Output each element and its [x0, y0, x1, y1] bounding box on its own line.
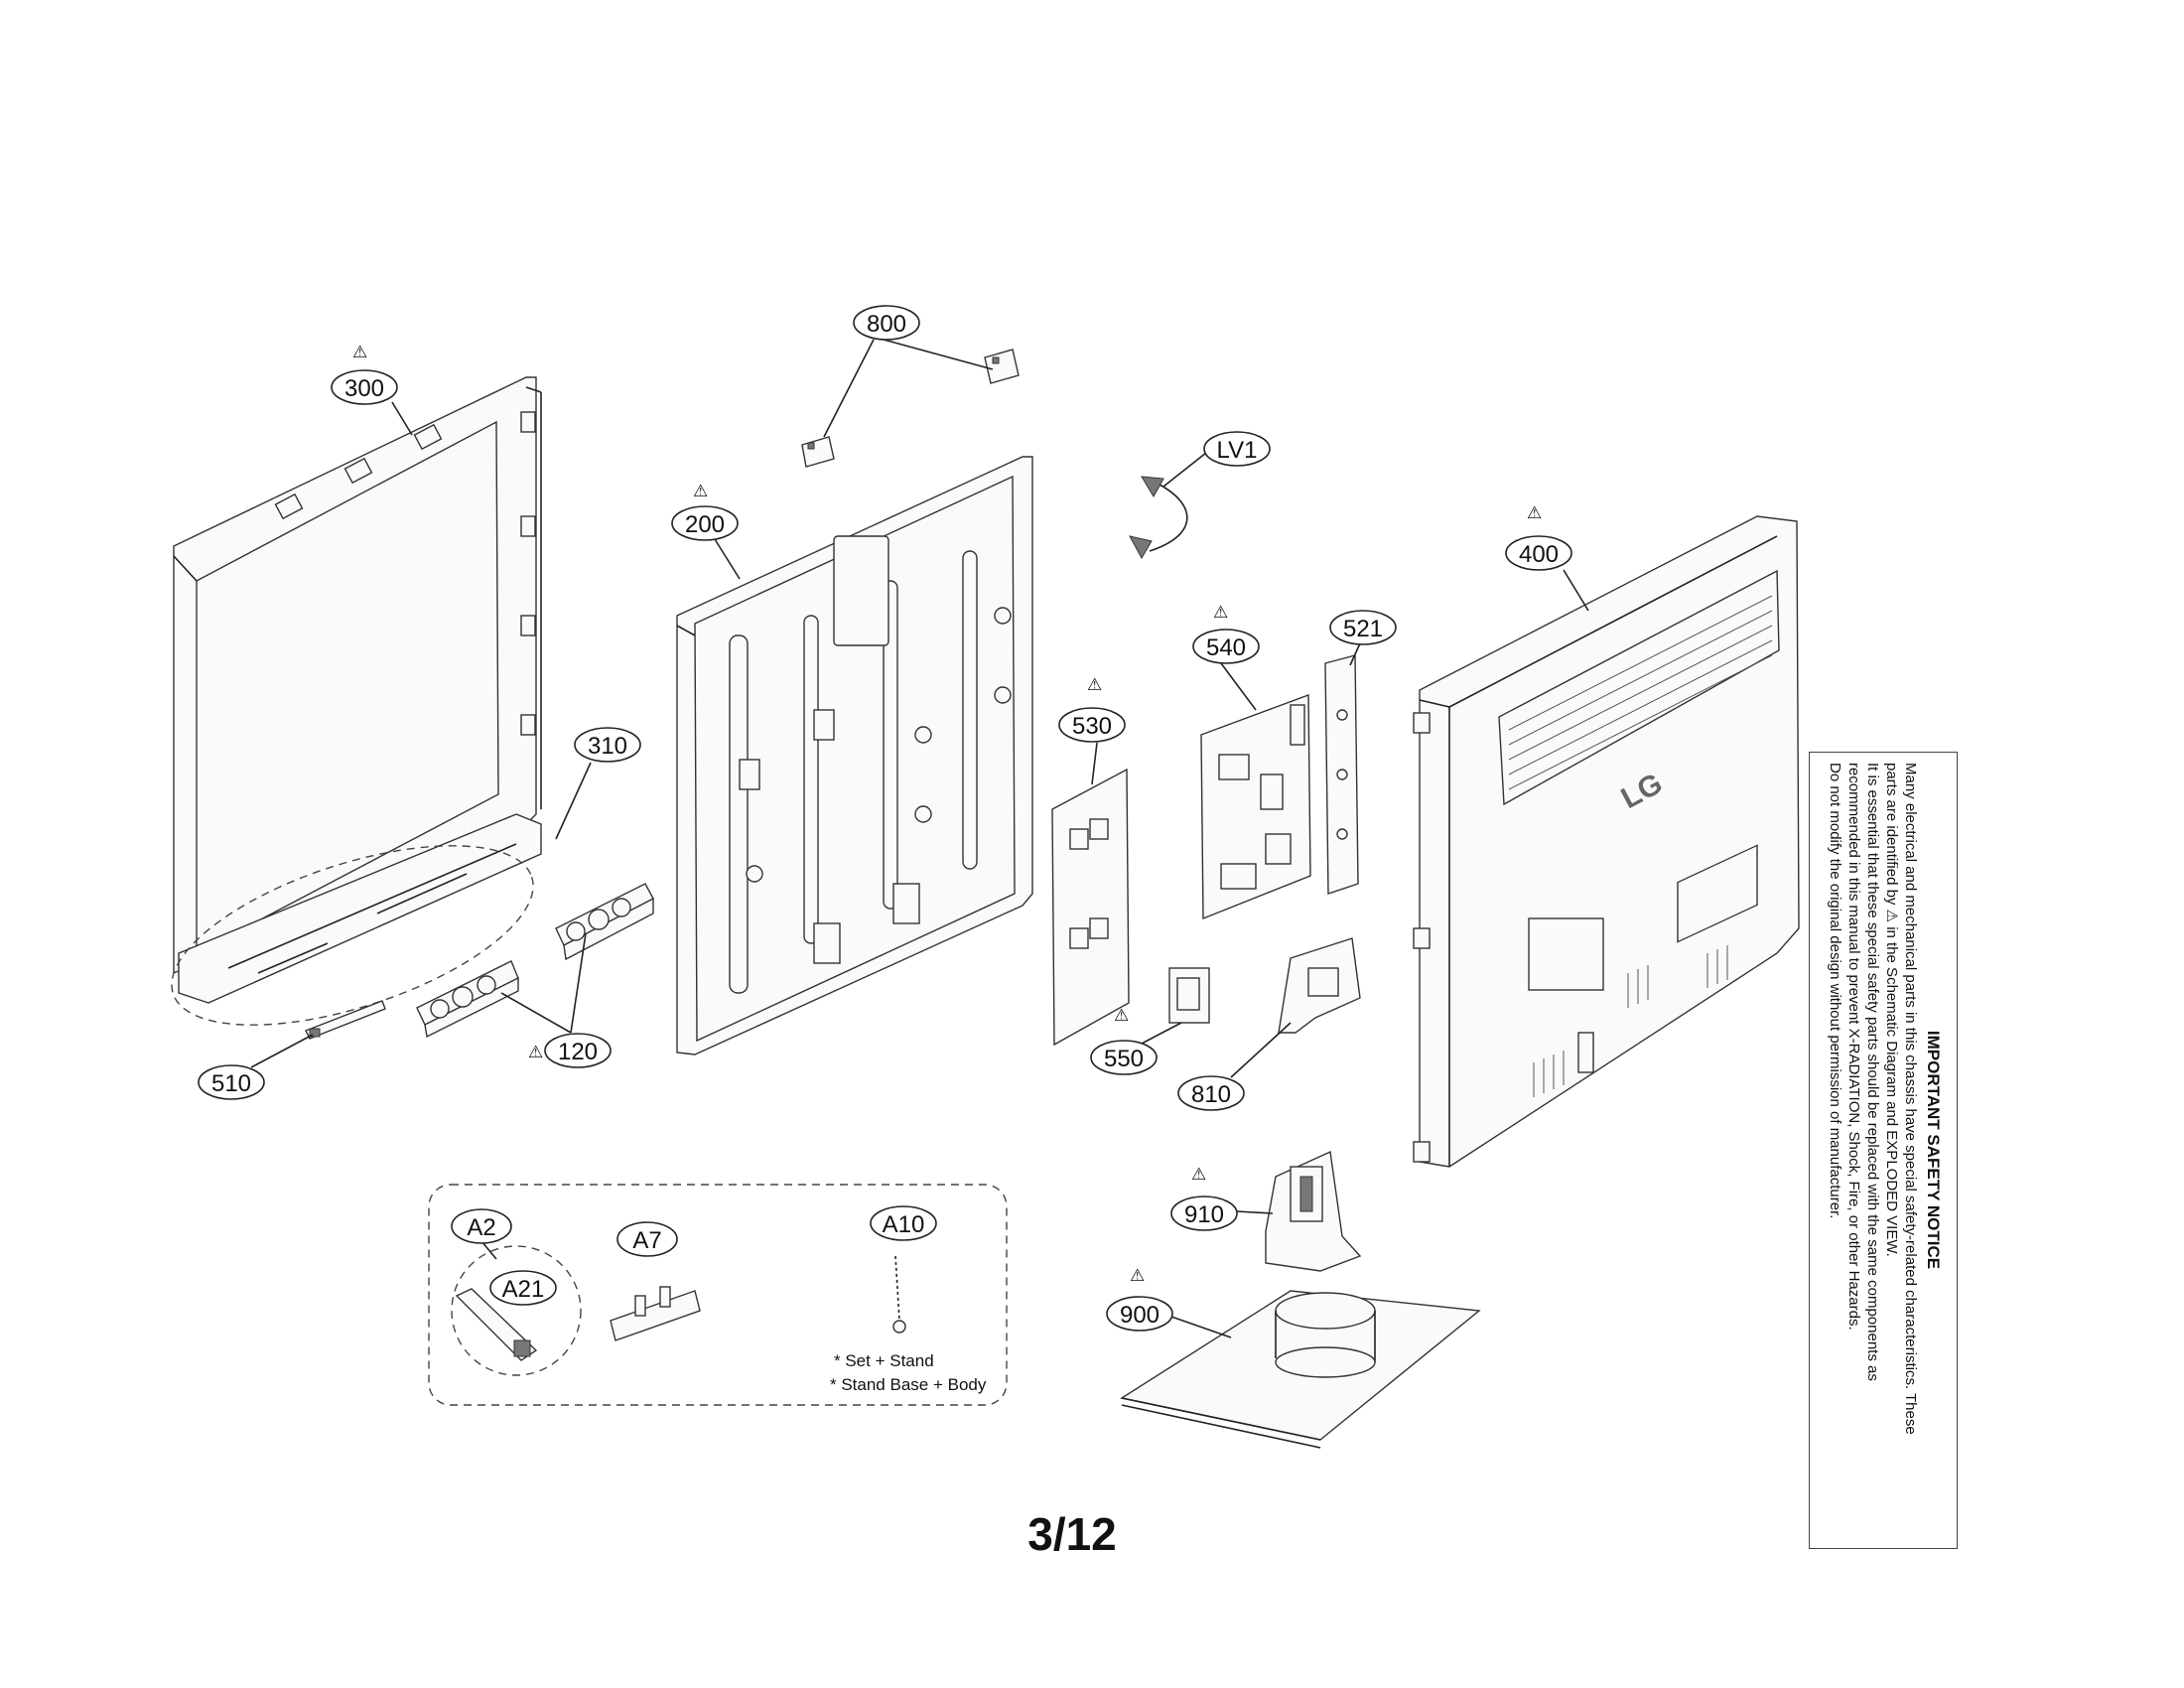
lcd-back-ribs	[729, 535, 1012, 994]
safety-notice-content: IMPORTANT SAFETY NOTICE Many electrical …	[1826, 763, 1943, 1537]
accessory-note-1: * Set + Stand	[834, 1351, 934, 1370]
bracket-810-part	[1278, 937, 1361, 1034]
callout-521: 521	[1329, 610, 1397, 645]
control-board-510-part	[305, 1000, 386, 1040]
safety-notice-line: parts are identified by ⚠ in the Schemat…	[1883, 763, 1900, 1257]
callouts: 300 200 800 LV1 400 310 540 521	[198, 305, 1572, 1332]
callout-800: 800	[853, 305, 920, 341]
svg-text:540: 540	[1206, 634, 1246, 661]
warning-icon: ⚠	[1114, 1006, 1129, 1026]
warning-icon: ⚠	[352, 343, 367, 362]
callout-810: 810	[1177, 1075, 1245, 1111]
svg-text:300: 300	[344, 375, 384, 402]
callout-510: 510	[198, 1064, 265, 1100]
safety-notice-line: Many electrical and mechanical parts in …	[1902, 763, 1919, 1435]
bracket-left-part	[801, 436, 835, 468]
svg-text:521: 521	[1343, 616, 1383, 642]
accessory-note-2: * Stand Base + Body	[830, 1375, 987, 1394]
svg-text:530: 530	[1072, 713, 1112, 740]
bezel-bottom-frame	[178, 813, 542, 1004]
accessory-box: * Set + Stand * Stand Base + Body	[428, 1184, 1008, 1406]
bottom-vents	[1533, 945, 1728, 1097]
callout-120: 120	[544, 1033, 612, 1068]
vent-grille	[1508, 595, 1773, 790]
back-cover-part: LG	[1413, 515, 1800, 1168]
callout-300: 300	[331, 369, 398, 405]
a21-part	[455, 1288, 538, 1361]
svg-text:310: 310	[588, 733, 627, 760]
side-board-521-part	[1324, 654, 1359, 895]
callout-lv1: LV1	[1203, 431, 1271, 467]
callout-540: 540	[1192, 629, 1260, 664]
callout-200: 200	[671, 505, 739, 541]
leader-lines	[250, 339, 1589, 1338]
page-number: 3/12	[1027, 1508, 1117, 1560]
svg-text:120: 120	[558, 1039, 598, 1065]
speaker-lower-part	[416, 960, 519, 1039]
svg-text:900: 900	[1120, 1302, 1160, 1329]
callout-a2: A2	[451, 1208, 512, 1244]
svg-text:A21: A21	[502, 1276, 545, 1303]
warning-markers: ⚠ ⚠ ⚠ ⚠ ⚠ ⚠ ⚠ ⚠ ⚠	[352, 343, 1542, 1286]
power-board-530-part	[1051, 768, 1130, 1047]
svg-text:510: 510	[211, 1070, 251, 1097]
svg-text:A7: A7	[632, 1227, 661, 1254]
safety-notice-title: IMPORTANT SAFETY NOTICE	[1924, 1030, 1943, 1270]
svg-text:A2: A2	[467, 1214, 495, 1241]
safety-notice-body: Many electrical and mechanical parts in …	[1826, 763, 1920, 1537]
speaker-upper-part	[555, 883, 654, 961]
stand-body-910-part	[1265, 1150, 1362, 1272]
callout-900: 900	[1106, 1296, 1173, 1332]
lcd-module-part	[676, 456, 1033, 1055]
warning-icon: ⚠	[693, 482, 708, 501]
callout-a7: A7	[616, 1221, 678, 1257]
svg-text:400: 400	[1519, 541, 1559, 568]
callout-550: 550	[1090, 1040, 1158, 1075]
svg-text:LV1: LV1	[1217, 437, 1258, 464]
safety-notice-line: It is essential that these special safet…	[1864, 763, 1881, 1381]
callout-a21: A21	[489, 1270, 557, 1306]
svg-text:810: 810	[1191, 1081, 1231, 1108]
callout-a10: A10	[870, 1205, 937, 1241]
warning-icon: ⚠	[1191, 1165, 1206, 1185]
svg-text:800: 800	[867, 311, 906, 338]
a10-screw-part	[892, 1255, 906, 1334]
stand-base-900-part	[1120, 1290, 1481, 1449]
safety-notice-line: recommended in this manual to prevent X-…	[1845, 763, 1862, 1331]
connector-550-part	[1168, 967, 1210, 1024]
warning-icon: ⚠	[1087, 675, 1102, 695]
svg-text:550: 550	[1104, 1046, 1144, 1072]
warning-icon: ⚠	[1527, 503, 1542, 523]
warning-icon: ⚠	[1213, 603, 1228, 623]
safety-notice-line: Do not modify the original design withou…	[1827, 763, 1843, 1219]
callout-400: 400	[1505, 535, 1572, 571]
warning-icon: ⚠	[1130, 1266, 1145, 1286]
bracket-right-part	[984, 349, 1020, 384]
safety-notice-box: IMPORTANT SAFETY NOTICE Many electrical …	[1809, 752, 1958, 1549]
svg-text:200: 200	[685, 511, 725, 538]
a7-part	[610, 1286, 701, 1341]
svg-text:910: 910	[1184, 1201, 1224, 1228]
callout-910: 910	[1170, 1196, 1238, 1231]
callout-530: 530	[1058, 707, 1126, 743]
bezel-clips	[274, 411, 536, 736]
main-board-540-part	[1200, 693, 1311, 920]
warning-icon: ⚠	[528, 1043, 543, 1062]
front-cabinet-part	[173, 376, 542, 1004]
callout-310: 310	[574, 727, 641, 763]
lv1-rotation-arrow	[1129, 476, 1188, 560]
svg-text:A10: A10	[883, 1211, 925, 1238]
